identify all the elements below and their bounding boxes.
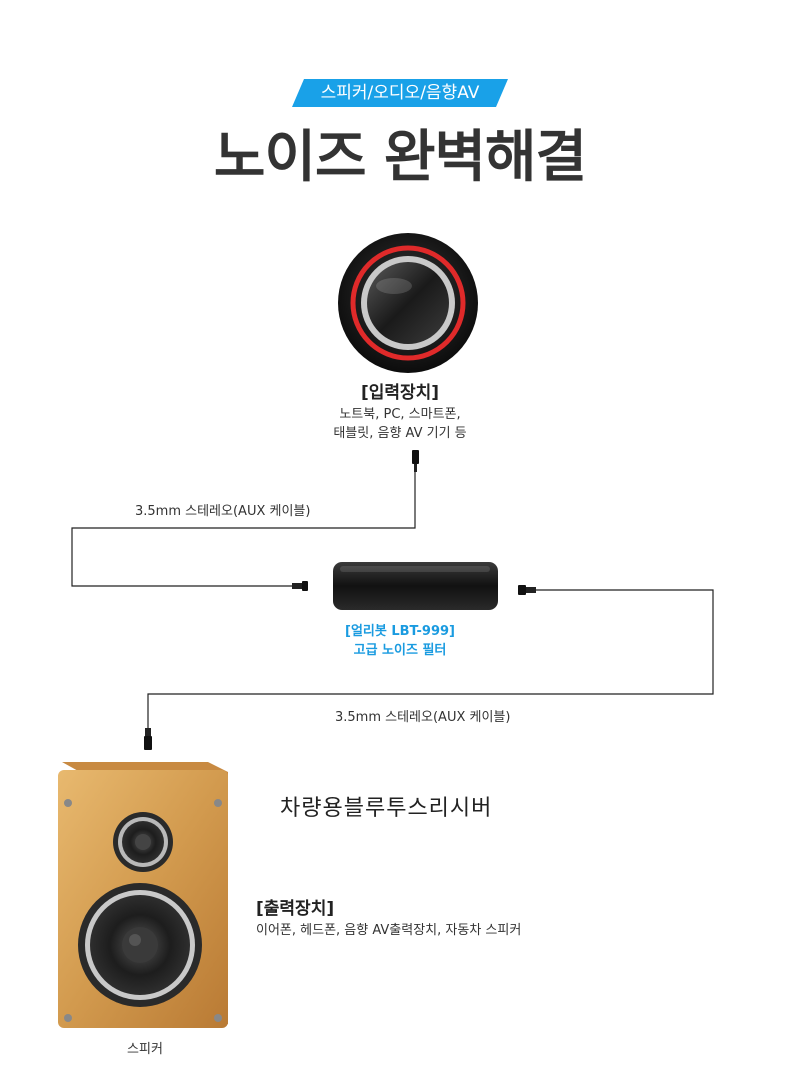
top-aux-cable	[71, 450, 419, 591]
output-device-desc: 이어폰, 헤드폰, 음향 AV출력장치, 자동차 스피커	[256, 923, 522, 938]
category-tag: 스피커/오디오/음향AV	[292, 79, 508, 107]
input-device-knob	[338, 233, 478, 373]
output-device-title: [출력장치]	[256, 899, 335, 919]
product-name: 차량용블루투스리시버	[280, 796, 493, 821]
input-device-desc: 노트북, PC, 스마트폰, 태블릿, 음향 AV 기기 등	[300, 405, 500, 443]
page-headline: 노이즈 완벽해결	[213, 125, 587, 190]
filter-description: 고급 노이즈 필터	[353, 643, 447, 658]
top-cable-label: 3.5mm 스테레오(AUX 케이블)	[135, 504, 311, 519]
noise-filter-device	[333, 562, 498, 610]
bottom-aux-cable	[144, 585, 714, 750]
speaker-image	[58, 762, 228, 1028]
input-device-desc-line2: 태블릿, 음향 AV 기기 등	[333, 426, 467, 441]
bottom-cable-label: 3.5mm 스테레오(AUX 케이블)	[335, 710, 511, 725]
filter-model: [얼리봇 LBT-999]	[345, 624, 455, 639]
input-device-title: [입력장치]	[360, 383, 440, 403]
input-device-desc-line1: 노트북, PC, 스마트폰,	[339, 407, 461, 422]
speaker-caption: 스피커	[127, 1042, 163, 1057]
filter-label: [얼리봇 LBT-999] 고급 노이즈 필터	[300, 622, 500, 660]
